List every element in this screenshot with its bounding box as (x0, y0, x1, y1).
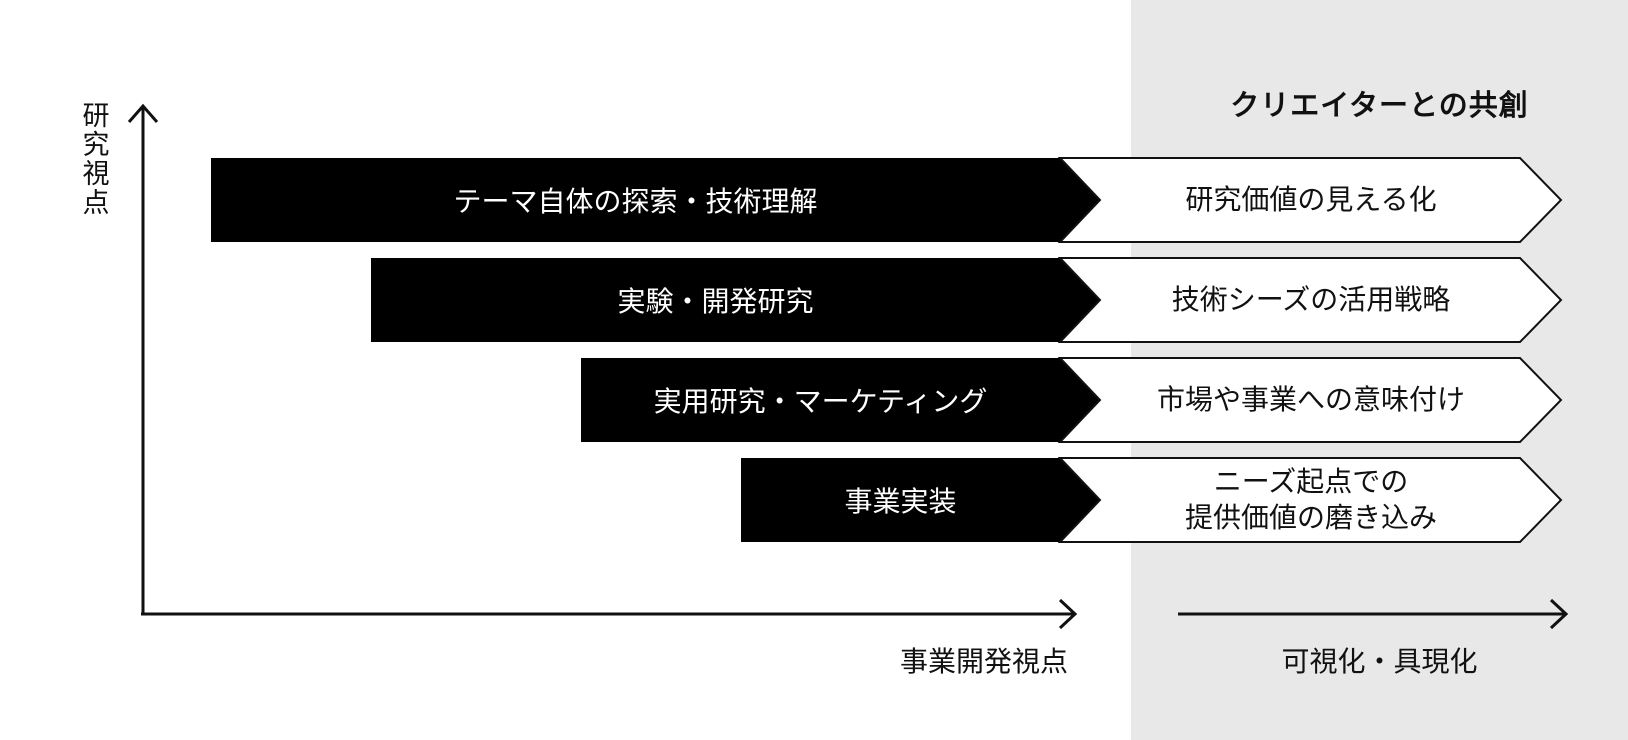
x-axis-label: 事業開発視点 (900, 645, 1069, 678)
x-axis-arrowhead (1058, 598, 1078, 630)
panel-title: クリエイターとの共創 (1230, 88, 1529, 122)
output-line-4-2: 提供価値の磨き込み (1184, 501, 1437, 534)
input-arrow-1 (211, 158, 1100, 242)
output-label-3: 市場や事業への意味付け (1098, 358, 1524, 442)
output-arrow-1 (1057, 157, 1563, 243)
input-label-3: 実用研究・マーケティング (653, 385, 988, 418)
output-label-1: 研究価値の見える化 (1098, 158, 1524, 242)
output-label-4: ニーズ起点での 提供価値の磨き込み (1098, 458, 1524, 542)
visualization-label: 可視化・具現化 (1281, 645, 1478, 678)
output-line-3-1: 市場や事業への意味付け (1156, 383, 1465, 416)
output-arrow-4 (1057, 457, 1563, 543)
input-label-4: 事業実装 (844, 485, 957, 518)
input-arrow-2 (371, 258, 1100, 342)
y-axis-arrowhead (127, 103, 159, 123)
y-axis-label: 研究視点 (82, 101, 110, 219)
input-arrow-3 (581, 358, 1100, 442)
output-line-1-1: 研究価値の見える化 (1185, 183, 1437, 216)
input-label-1: テーマ自体の探索・技術理解 (453, 185, 818, 218)
output-arrow-2 (1057, 257, 1563, 343)
output-label-2: 技術シーズの活用戦略 (1098, 258, 1524, 342)
output-line-4-1: ニーズ起点での (1213, 465, 1409, 498)
input-label-2: 実験・開発研究 (617, 285, 814, 318)
input-arrow-4 (741, 458, 1100, 542)
output-line-2-1: 技術シーズの活用戦略 (1171, 283, 1451, 316)
visualization-arrowhead (1549, 598, 1569, 630)
output-arrow-3 (1057, 357, 1563, 443)
